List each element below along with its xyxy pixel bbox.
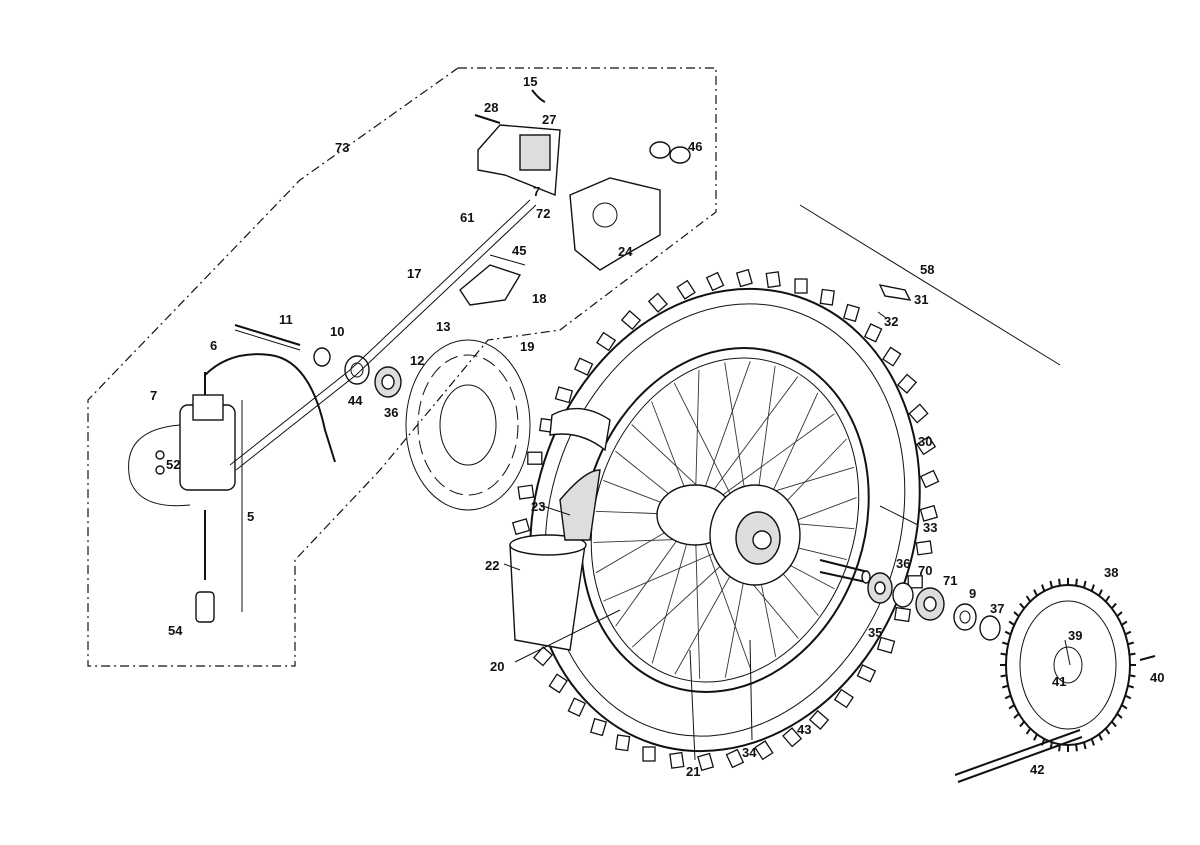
bearing-36-left (374, 366, 402, 398)
callout-41: 41 (1052, 674, 1066, 689)
callout-21: 21 (686, 764, 700, 779)
callout-71: 71 (943, 573, 957, 588)
callout-5: 5 (247, 509, 254, 524)
callout-7b: 7 (150, 388, 157, 403)
callout-54: 54 (168, 623, 183, 638)
callout-34: 34 (742, 745, 757, 760)
brake-pads (459, 254, 526, 306)
callout-37: 37 (990, 601, 1004, 616)
caliper-pistons (649, 141, 691, 164)
callout-12: 12 (410, 353, 424, 368)
brake-master-cylinder (128, 394, 243, 623)
bearing-71 (915, 587, 945, 621)
callout-9: 9 (969, 586, 976, 601)
spacer-37 (979, 615, 1001, 641)
callout-73: 73 (335, 140, 349, 155)
leader-lines (503, 504, 1071, 761)
callout-38: 38 (1104, 565, 1118, 580)
callout-18: 18 (532, 291, 546, 306)
callout-23: 23 (531, 499, 545, 514)
tire-valve (877, 284, 912, 319)
callout-13: 13 (436, 319, 450, 334)
callout-19: 19 (520, 339, 534, 354)
callout-33: 33 (923, 520, 937, 535)
callout-11: 11 (279, 312, 293, 327)
brake-assembly-outline (87, 67, 717, 667)
callout-22: 22 (485, 558, 499, 573)
callout-10: 10 (330, 324, 344, 339)
sprocket-bolt-40 (1139, 655, 1156, 661)
brake-caliper (474, 89, 561, 197)
callout-45: 45 (512, 243, 526, 258)
bearing-44 (344, 355, 370, 385)
callout-28: 28 (484, 100, 498, 115)
drive-chain (954, 729, 1083, 783)
callout-36b: 36 (896, 556, 910, 571)
callout-40: 40 (1150, 670, 1164, 685)
callout-42: 42 (1030, 762, 1044, 777)
callout-15: 15 (523, 74, 537, 89)
callout-24: 24 (618, 244, 633, 259)
seal-9 (953, 603, 977, 631)
callout-43: 43 (797, 722, 811, 737)
callout-61: 61 (460, 210, 474, 225)
callout-20: 20 (490, 659, 504, 674)
callout-27: 27 (542, 112, 556, 127)
callout-72: 72 (536, 206, 550, 221)
spacer-70 (892, 582, 914, 608)
callout-70: 70 (918, 563, 932, 578)
axle-bolt-11 (234, 324, 301, 351)
part-number-callouts: 73 15 28 27 46 7 72 61 24 45 17 18 58 31… (150, 74, 1164, 779)
callout-39: 39 (1068, 628, 1082, 643)
rim-tape (549, 407, 611, 452)
callout-35: 35 (868, 625, 882, 640)
callout-6: 6 (210, 338, 217, 353)
callout-52: 52 (166, 457, 180, 472)
callout-31: 31 (914, 292, 928, 307)
callout-32: 32 (884, 314, 898, 329)
callout-30: 30 (918, 434, 932, 449)
caliper-bracket (569, 177, 661, 271)
callout-58: 58 (920, 262, 934, 277)
brake-hose (204, 199, 537, 471)
brake-disc (405, 339, 531, 511)
group-58-line (799, 204, 1061, 366)
callout-36a: 36 (384, 405, 398, 420)
callout-46: 46 (688, 139, 702, 154)
bearing-36-right (867, 572, 893, 604)
rear-sprocket (1000, 578, 1136, 752)
spacer-10 (313, 347, 331, 367)
callout-7: 7 (533, 184, 540, 199)
inner-tube (509, 469, 601, 651)
wheel-hub (656, 484, 801, 586)
callout-17: 17 (407, 266, 421, 281)
callout-44: 44 (348, 393, 363, 408)
rear-axle (819, 559, 871, 584)
